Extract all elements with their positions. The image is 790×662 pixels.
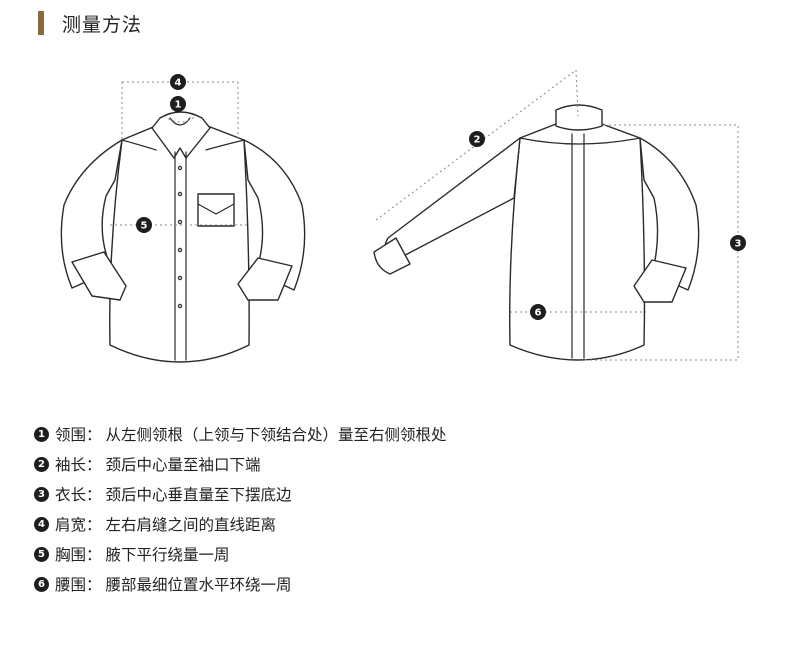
page-title: 测量方法 <box>62 13 143 36</box>
back-left-sleeve <box>384 137 521 263</box>
svg-text:6: 6 <box>535 308 542 319</box>
badge-2: 2 <box>469 131 485 147</box>
back-shirt <box>373 69 739 361</box>
legend-item-waist: 6 腰围： 腰部最细位置水平环绕一周 <box>34 569 447 599</box>
badge-6: 6 <box>530 304 546 320</box>
badge-3: 3 <box>730 235 746 251</box>
front-right-cuff <box>237 257 293 301</box>
legend-item-sleeve: 2 袖长： 颈后中心量至袖口下端 <box>34 449 447 479</box>
back-pleat <box>571 133 585 359</box>
legend-description: 颈后中心垂直量至下摆底边 <box>105 486 292 504</box>
front-pocket <box>197 193 235 227</box>
back-collar <box>555 104 603 131</box>
legend-label: 领围： <box>55 426 102 444</box>
measurement-legend: 1 领围： 从左侧领根（上领与下领结合处）量至右侧领根处 2 袖长： 颈后中心量… <box>34 419 447 599</box>
badge-1: 1 <box>170 96 186 112</box>
front-placket <box>174 151 187 361</box>
front-left-sleeve <box>60 139 123 289</box>
front-collar <box>151 111 211 159</box>
front-shirt <box>60 81 306 363</box>
back-shirt-body <box>509 123 646 361</box>
legend-label: 肩宽： <box>55 516 102 534</box>
legend-item-shoulder: 4 肩宽： 左右肩缝之间的直线距离 <box>34 509 447 539</box>
legend-label: 衣长： <box>55 486 102 504</box>
front-right-sleeve <box>243 139 306 291</box>
svg-text:5: 5 <box>141 221 148 232</box>
section-header: 测量方法 <box>38 10 142 36</box>
legend-item-collar: 1 领围： 从左侧领根（上领与下领结合处）量至右侧领根处 <box>34 419 447 449</box>
back-left-cuff <box>373 237 411 275</box>
back-right-cuff <box>633 259 687 303</box>
legend-item-length: 3 衣长： 颈后中心垂直量至下摆底边 <box>34 479 447 509</box>
legend-description: 颈后中心量至袖口下端 <box>105 456 261 474</box>
measurement-diagram: 1 2 3 4 5 6 <box>60 69 746 363</box>
back-right-sleeve <box>639 137 700 291</box>
front-shirt-body <box>109 124 250 363</box>
legend-description: 腰部最细位置水平环绕一周 <box>105 576 292 594</box>
legend-label: 腰围： <box>55 576 102 594</box>
number-badge: 5 <box>34 546 49 562</box>
legend-description: 从左侧领根（上领与下领结合处）量至右侧领根处 <box>105 426 447 444</box>
number-badge: 6 <box>34 576 49 592</box>
legend-label: 袖长： <box>55 456 102 474</box>
number-badge: 2 <box>34 456 49 472</box>
accent-bar <box>38 11 44 35</box>
number-badge: 3 <box>34 486 49 502</box>
legend-description: 腋下平行绕量一周 <box>105 546 230 564</box>
badge-4: 4 <box>170 74 186 90</box>
legend-description: 左右肩缝之间的直线距离 <box>105 516 277 534</box>
svg-text:1: 1 <box>175 100 182 111</box>
number-badge: 4 <box>34 516 49 532</box>
badge-5: 5 <box>136 217 152 233</box>
legend-label: 胸围： <box>55 546 102 564</box>
svg-text:3: 3 <box>735 239 742 250</box>
svg-text:2: 2 <box>474 135 481 146</box>
legend-item-chest: 5 胸围： 腋下平行绕量一周 <box>34 539 447 569</box>
front-left-cuff <box>71 251 127 301</box>
svg-text:4: 4 <box>175 78 182 89</box>
number-badge: 1 <box>34 426 49 442</box>
